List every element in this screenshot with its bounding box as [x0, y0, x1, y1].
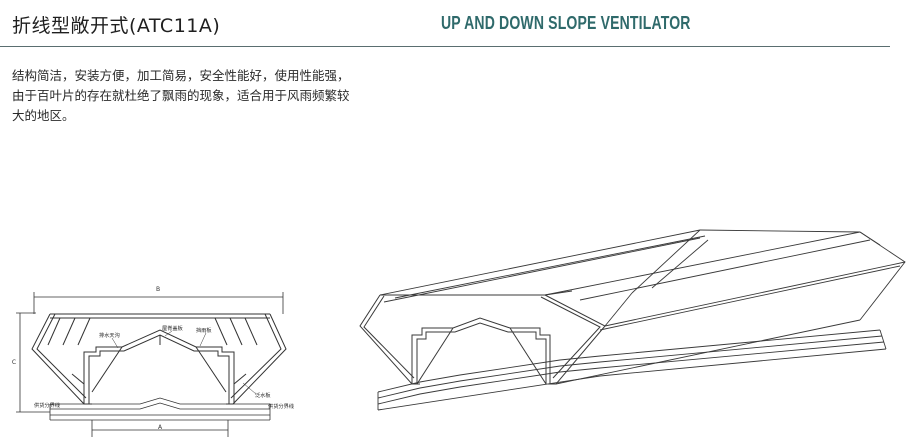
- label-flashing: 泛水板: [255, 391, 271, 399]
- label-supply-left: 供货分界线: [34, 401, 60, 409]
- header-divider: [0, 46, 890, 47]
- iso-roof-base: [377, 329, 887, 411]
- iso-front-face: [359, 294, 606, 385]
- description: 结构简洁，安装方便，加工简易，安全性能好，使用性能强， 由于百叶片的存在就杜绝了…: [12, 66, 412, 126]
- dim-b-label: B: [156, 286, 160, 293]
- page-title: 折线型敞开式(ATC11A): [12, 15, 221, 37]
- label-ridge-cap: 屋脊盖板: [162, 324, 184, 332]
- label-supply-right: 供货分界线: [268, 402, 294, 410]
- callouts: 排水天沟 屋脊盖板 挡雨板 泛水板 供货分界线 供货分界线: [34, 324, 294, 410]
- label-rain-baffle: 挡雨板: [196, 326, 212, 334]
- description-line: 大的地区。: [12, 108, 75, 123]
- label-drainage: 排水天沟: [99, 331, 120, 339]
- description-line: 结构简洁，安装方便，加工简易，安全性能好，使用性能强，: [12, 68, 350, 83]
- iso-body: [379, 229, 906, 385]
- dim-c-label: C: [12, 359, 16, 366]
- dimension-a: A: [91, 420, 229, 437]
- description-line: 由于百叶片的存在就杜绝了飘雨的现象，适合用于风雨频繁较: [12, 88, 350, 103]
- dim-a-label: A: [158, 424, 163, 431]
- dimension-c: C: [12, 312, 50, 413]
- dimension-b: B: [33, 286, 284, 314]
- roof-base: [49, 397, 271, 421]
- page-subtitle: UP AND DOWN SLOPE VENTILATOR: [441, 13, 691, 33]
